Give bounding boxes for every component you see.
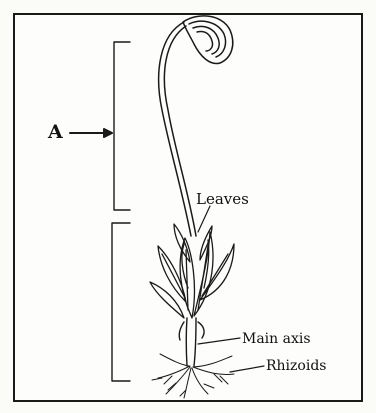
label-main-axis: Main axis [242, 331, 311, 347]
rhizoids [152, 354, 234, 398]
label-a-arrow [70, 129, 112, 137]
label-leaves: Leaves [196, 190, 249, 208]
sporophyte-bracket [114, 42, 130, 210]
label-a: A [48, 121, 63, 143]
label-rhizoids: Rhizoids [266, 358, 326, 374]
main-axis [179, 318, 204, 366]
seta-stalk [159, 22, 196, 236]
gametophyte-bracket [112, 223, 130, 381]
leaves [150, 224, 234, 318]
capsule [183, 16, 233, 64]
